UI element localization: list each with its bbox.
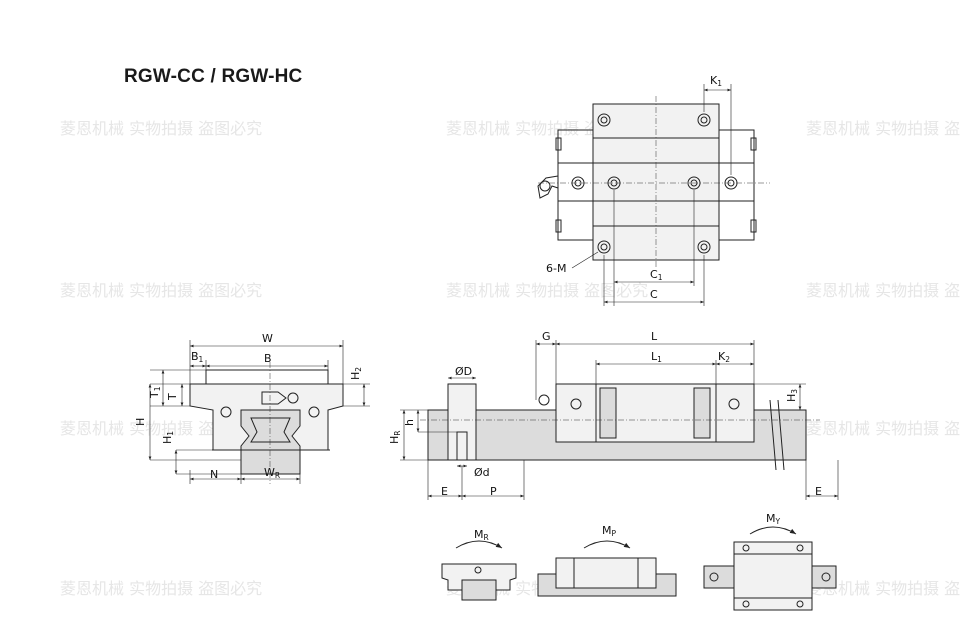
watermark-text: 菱恩机械 实物拍摄 盗图必究 [806, 579, 960, 598]
side-view [400, 340, 839, 500]
moment-mp-diagram [537, 540, 677, 597]
dim-label-k1: K1 [710, 74, 722, 88]
dim-label-e2: E [815, 485, 822, 498]
watermark-text: 菱恩机械 实物拍摄 盗图必究 [806, 119, 960, 138]
watermark-text: 菱恩机械 实物拍摄 盗图必究 [60, 419, 262, 438]
dim-label-n: N [210, 468, 218, 481]
dim-label-hr: HR [388, 431, 402, 445]
dim-label-b: B [264, 352, 272, 365]
page-title: RGW-CC / RGW-HC [124, 66, 303, 87]
moment-mr-diagram [441, 540, 517, 601]
dim-label-b1: B1 [191, 350, 204, 364]
front-view [148, 340, 370, 484]
dim-label-mp: MP [602, 524, 617, 538]
dim-label-c: C [650, 288, 658, 301]
top-view [537, 84, 770, 306]
dimension-labels: K1 6-M C1C W B1 B T1T H2H H1N WR ØD hHR ØdE P G L L1 K2H3… [134, 74, 822, 542]
dim-label-wr: WR [264, 466, 280, 480]
dim-label-od: ØD [455, 365, 472, 378]
dim-label-g: G [542, 330, 551, 343]
dim-label-c1: C1 [650, 268, 663, 282]
dim-label-od: Ød [474, 466, 490, 479]
watermark-text: 菱恩机械 实物拍摄 盗图必究 [60, 119, 262, 138]
dim-label-l: L [651, 330, 658, 343]
dim-label-h2: H2 [349, 367, 363, 380]
dim-label-w: W [262, 332, 273, 345]
dim-label-l1: L1 [651, 350, 662, 364]
moment-my-diagram [703, 526, 837, 611]
watermark-text: 菱恩机械 实物拍摄 盗图必究 [806, 419, 960, 438]
watermark-text: 菱恩机械 实物拍摄 盗图必究 [60, 579, 262, 598]
dim-label-h3: H3 [785, 389, 799, 402]
dim-label-6m: 6-M [546, 262, 566, 275]
watermark-text: 菱恩机械 实物拍摄 盗图必究 [446, 281, 648, 300]
watermark-text: 菱恩机械 实物拍摄 盗图必究 [806, 281, 960, 300]
dim-label-t: T [166, 393, 179, 401]
dim-label-e1: E [441, 485, 448, 498]
dim-label-p: P [490, 485, 497, 498]
dim-label-t1: T1 [148, 386, 162, 399]
watermark-text: 菱恩机械 实物拍摄 盗图必究 [60, 281, 262, 300]
dim-label-mr: MR [474, 528, 489, 542]
dim-label-k2: K2 [718, 350, 730, 364]
dim-label-h: H [134, 418, 147, 426]
dim-label-my: MY [766, 512, 781, 526]
dim-label-h: h [403, 419, 416, 426]
dim-label-h1: H1 [161, 431, 175, 444]
mounting-holes-top [571, 113, 738, 254]
